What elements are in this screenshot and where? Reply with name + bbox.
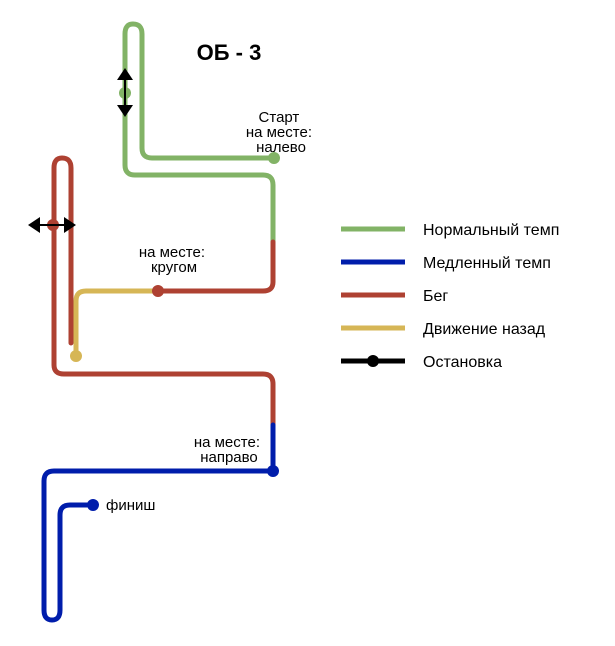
finish-label: финиш bbox=[106, 497, 155, 514]
route-run-lower bbox=[51, 155, 276, 428]
start-label-line: на месте: bbox=[246, 124, 312, 141]
turn-around-label-line: кругом bbox=[151, 259, 197, 276]
legend-label: Движение назад bbox=[423, 321, 546, 338]
right-turn-label-line: направо bbox=[200, 449, 258, 466]
legend-item-stop: Остановка bbox=[341, 354, 502, 371]
route-backward bbox=[73, 288, 161, 359]
route-slow-pace bbox=[41, 422, 276, 623]
back-end-point bbox=[70, 350, 82, 362]
right-turn-label-line: на месте: bbox=[194, 434, 260, 451]
legend-item-back: Движение назад bbox=[341, 321, 546, 338]
right-turn-label: на месте: направо bbox=[194, 434, 264, 466]
right-turn-point bbox=[267, 465, 279, 477]
start-label: Старт на месте: налево bbox=[246, 109, 316, 156]
vertical-double-arrow-icon bbox=[117, 68, 133, 117]
legend-label: Медленный темп bbox=[423, 255, 551, 272]
legend-stop-dot bbox=[367, 355, 379, 367]
legend-item-slow: Медленный темп bbox=[341, 255, 551, 272]
legend-item-normal: Нормальный темп bbox=[341, 222, 559, 239]
legend-label: Нормальный темп bbox=[423, 222, 559, 239]
turn-around-label-line: на месте: bbox=[139, 244, 205, 261]
turn-around-point bbox=[152, 285, 164, 297]
legend-label: Остановка bbox=[423, 354, 502, 371]
route-normal-pace bbox=[122, 21, 277, 245]
start-point bbox=[268, 152, 280, 164]
start-label-line: налево bbox=[256, 139, 306, 156]
turn-around-label: на месте: кругом bbox=[139, 244, 209, 276]
route-run-upper bbox=[155, 239, 276, 294]
diagram-title: ОБ - 3 bbox=[197, 40, 262, 65]
start-label-line: Старт bbox=[259, 109, 300, 126]
horizontal-double-arrow-icon bbox=[28, 217, 76, 233]
finish-point bbox=[87, 499, 99, 511]
legend-label: Бег bbox=[423, 288, 448, 305]
legend-item-run: Бег bbox=[341, 288, 448, 305]
